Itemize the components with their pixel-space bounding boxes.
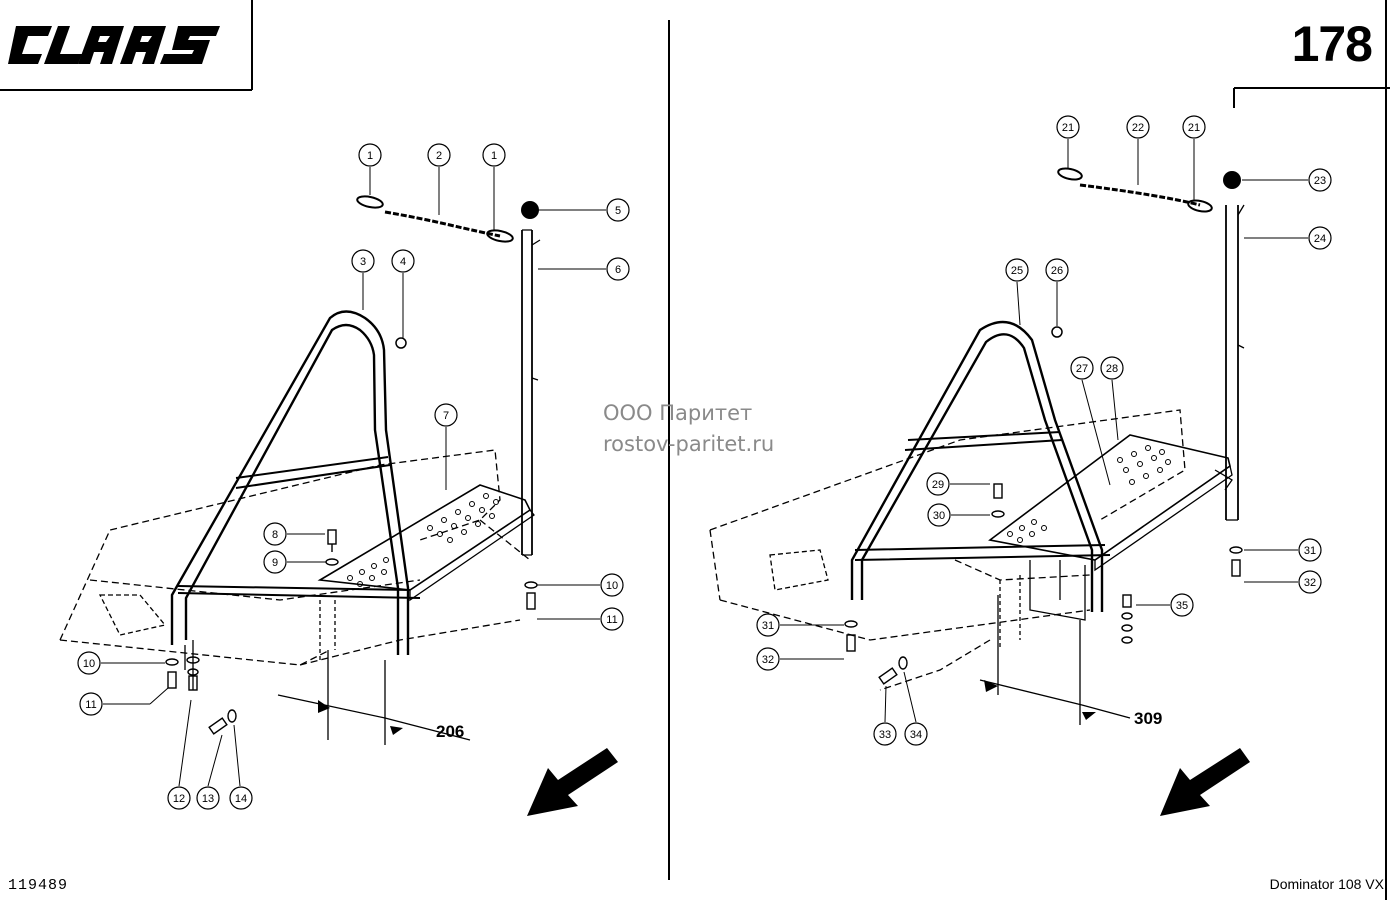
callout-label: 32: [1304, 577, 1316, 589]
left-exploded-view: 1 2 1 5 3 4 6 7 8 9 10 11 10 11 12 13 14…: [59, 143, 630, 816]
right-exploded-view: 21 22 21 23 24 25 26 27 28 29 30 31 32 3…: [709, 115, 1332, 816]
callout-label: 30: [933, 510, 945, 522]
callout-label: 8: [272, 529, 278, 541]
callout-label: 28: [1106, 363, 1118, 375]
callout-label: 6: [615, 264, 621, 276]
page-number: 178: [1291, 16, 1373, 72]
callout-label: 33: [879, 729, 891, 741]
callout-label: 35: [1176, 600, 1188, 612]
callout-label: 9: [272, 557, 278, 569]
callout-label: 23: [1314, 175, 1326, 187]
callout-label: 31: [1304, 545, 1316, 557]
callout-label: 31: [762, 620, 774, 632]
claas-logo: [8, 26, 220, 64]
callout-label: 13: [202, 793, 214, 805]
callout-label: 29: [932, 479, 944, 491]
callout-label: 24: [1314, 233, 1326, 245]
callout-label: 10: [83, 658, 95, 670]
callout-label: 21: [1062, 122, 1074, 134]
callout-label: 26: [1051, 265, 1063, 277]
callout-label: 4: [400, 256, 406, 268]
callout-label: 5: [615, 205, 621, 217]
reference-number: 206: [436, 722, 464, 741]
callout-label: 10: [606, 580, 618, 592]
callout-label: 32: [762, 654, 774, 666]
watermark-url: rostov-paritet.ru: [603, 432, 775, 456]
callout-label: 11: [606, 614, 617, 626]
callout-label: 1: [491, 150, 497, 162]
watermark-company: ООО Паритет: [603, 401, 753, 425]
callout-label: 14: [235, 793, 247, 805]
callout-label: 12: [173, 793, 185, 805]
callout-label: 11: [85, 699, 96, 711]
machine-model: Dominator 108 VX: [1269, 876, 1384, 892]
callout-label: 34: [910, 729, 922, 741]
watermark: ООО Паритет rostov-paritet.ru: [603, 398, 774, 460]
callout-label: 1: [367, 150, 373, 162]
callout-label: 21: [1188, 122, 1200, 134]
callout-label: 25: [1011, 265, 1023, 277]
document-id: 119489: [8, 877, 69, 894]
callout-label: 27: [1076, 363, 1088, 375]
callout-label: 22: [1132, 122, 1144, 134]
callout-label: 2: [436, 150, 442, 162]
callout-label: 3: [360, 256, 366, 268]
reference-number: 309: [1134, 709, 1162, 728]
callout-label: 7: [443, 410, 449, 422]
